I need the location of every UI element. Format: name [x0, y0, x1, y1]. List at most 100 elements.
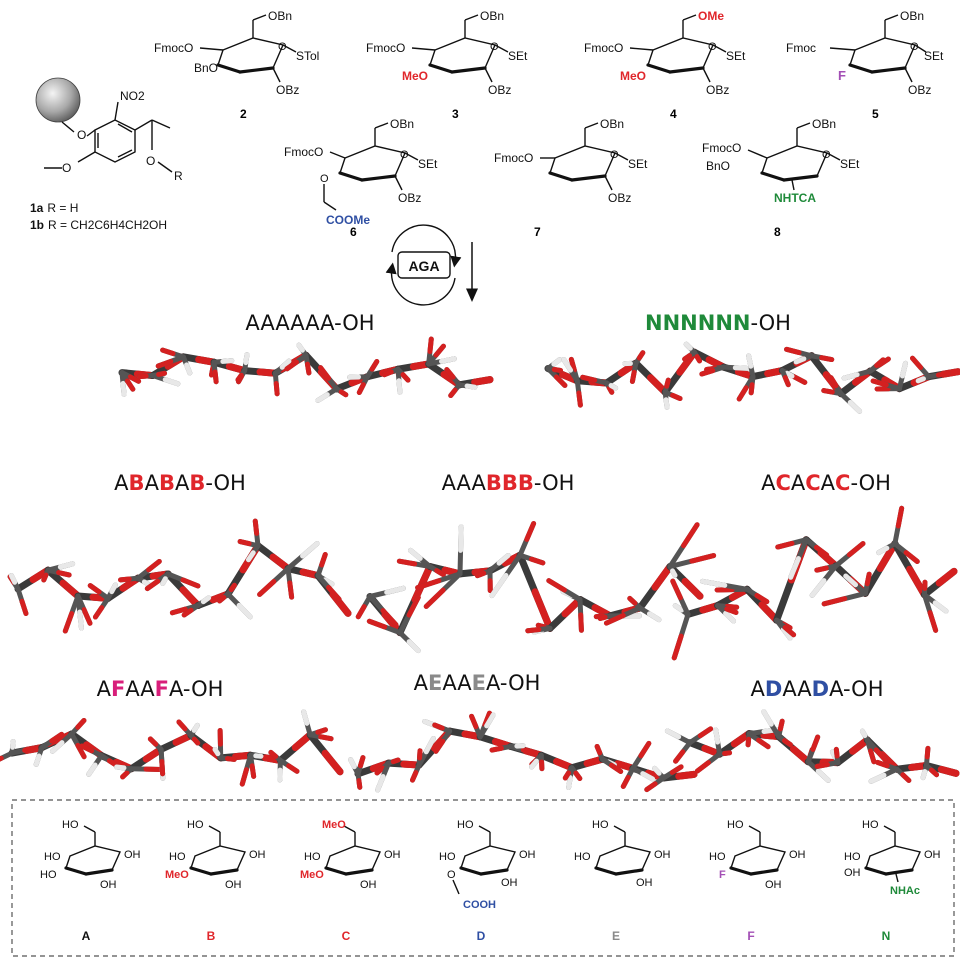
building-block-3: OBn O SEt OBz FmocO MeO 3 [366, 9, 528, 121]
svg-text:SEt: SEt [628, 157, 648, 171]
svg-text:FmocO: FmocO [702, 141, 741, 155]
svg-text:HO: HO [574, 851, 591, 863]
monomer-label: N [882, 929, 891, 943]
svg-text:MeO: MeO [165, 869, 189, 881]
svg-text:OH: OH [100, 879, 117, 891]
resin-bead-icon [35, 77, 81, 123]
building-block-4: OMe O SEt OBz FmocO MeO 4 [584, 9, 746, 121]
svg-text:4: 4 [670, 107, 677, 121]
svg-text:OBn: OBn [390, 117, 414, 131]
svg-text:OH: OH [636, 877, 653, 889]
svg-text:OH: OH [225, 879, 242, 891]
sequence-label: ACACAC-OH [761, 471, 891, 495]
svg-text:2: 2 [240, 107, 247, 121]
svg-text:FmocO: FmocO [494, 151, 533, 165]
svg-text:OH: OH [844, 867, 861, 879]
molecule-model-6 [0, 709, 344, 787]
svg-text:OH: OH [501, 877, 518, 889]
svg-text:HO: HO [727, 819, 744, 831]
svg-text:OBz: OBz [398, 191, 421, 205]
svg-text:F: F [838, 68, 846, 83]
svg-text:O: O [490, 41, 499, 53]
svg-text:SEt: SEt [924, 49, 944, 63]
svg-text:OBn: OBn [812, 117, 836, 131]
monomer-label: D [477, 929, 486, 943]
molecule-model-2 [544, 341, 960, 414]
molecule-model-1 [118, 336, 494, 403]
monomer-label: C [342, 929, 351, 943]
svg-text:SEt: SEt [418, 157, 438, 171]
svg-text:HO: HO [40, 869, 57, 881]
monomer-B: HO HO MeO OH OH B [165, 819, 266, 943]
svg-text:OBz: OBz [276, 83, 299, 97]
svg-text:HO: HO [44, 851, 61, 863]
svg-text:COOH: COOH [463, 899, 496, 911]
svg-text:O: O [146, 154, 155, 168]
svg-text:FmocO: FmocO [584, 41, 623, 55]
svg-text:HO: HO [439, 851, 456, 863]
svg-text:HO: HO [169, 851, 186, 863]
linker-nitro: NO2 [120, 89, 145, 103]
monomer-label: B [207, 929, 216, 943]
svg-text:OH: OH [249, 849, 266, 861]
linker-methoxy: O [62, 161, 71, 175]
svg-text:OH: OH [124, 849, 141, 861]
svg-text:BnO: BnO [194, 61, 218, 75]
monomer-legend-box [11, 799, 955, 957]
svg-text:COOMe: COOMe [326, 213, 370, 227]
svg-text:NHAc: NHAc [890, 885, 920, 897]
svg-text:HO: HO [862, 819, 879, 831]
building-block-7: OBn O SEt OBz FmocO 7 [494, 117, 648, 239]
svg-text:FmocO: FmocO [154, 41, 193, 55]
svg-text:OBz: OBz [706, 83, 729, 97]
sequence-label: AEAAEA-OH [414, 671, 541, 695]
svg-text:1aR = H: 1aR = H [30, 201, 78, 215]
molecule-model-8 [664, 709, 960, 784]
svg-text:MeO: MeO [322, 819, 346, 831]
svg-text:Fmoc: Fmoc [786, 41, 816, 55]
monomer-legend: HOHOHOOHOHAHOHOMeOOHOHBMeOHOMeOOHOHCHOHO… [40, 819, 941, 943]
svg-text:HO: HO [304, 851, 321, 863]
svg-text:O: O [320, 173, 329, 185]
building-block-6: OBn O SEt OBz FmocO O COOMe 6 [284, 117, 438, 239]
svg-text:HO: HO [187, 819, 204, 831]
molecular-models [0, 336, 960, 793]
monomer-label: F [747, 929, 754, 943]
svg-text:O: O [447, 869, 456, 881]
svg-text:OBz: OBz [908, 83, 931, 97]
svg-text:OH: OH [654, 849, 671, 861]
svg-text:OBz: OBz [488, 83, 511, 97]
svg-text:OH: OH [789, 849, 806, 861]
svg-text:OBn: OBn [268, 9, 292, 23]
building-block-5: OBn O SEt OBz Fmoc F 5 [786, 9, 944, 121]
svg-text:O: O [822, 149, 831, 161]
monomer-label: E [612, 929, 620, 943]
svg-text:OH: OH [924, 849, 941, 861]
molecule-model-7 [348, 710, 698, 793]
svg-text:3: 3 [452, 107, 459, 121]
svg-text:FmocO: FmocO [284, 145, 323, 159]
svg-text:HO: HO [844, 851, 861, 863]
svg-text:NHTCA: NHTCA [774, 191, 816, 205]
aga-cycle: AGA [385, 224, 478, 306]
svg-text:HO: HO [457, 819, 474, 831]
svg-text:OBn: OBn [480, 9, 504, 23]
svg-text:O: O [400, 149, 409, 161]
svg-text:1bR = CH2C6H4CH2OH: 1bR = CH2C6H4CH2OH [30, 218, 167, 232]
svg-text:7: 7 [534, 225, 541, 239]
svg-text:MeO: MeO [620, 69, 646, 83]
svg-text:OBn: OBn [600, 117, 624, 131]
sequence-label: ADAADA-OH [751, 677, 884, 701]
svg-text:OH: OH [360, 879, 377, 891]
svg-text:OH: OH [519, 849, 536, 861]
svg-text:F: F [719, 869, 726, 881]
svg-text:OBz: OBz [608, 191, 631, 205]
svg-text:BnO: BnO [706, 159, 730, 173]
svg-text:MeO: MeO [300, 869, 324, 881]
svg-text:OBn: OBn [900, 9, 924, 23]
